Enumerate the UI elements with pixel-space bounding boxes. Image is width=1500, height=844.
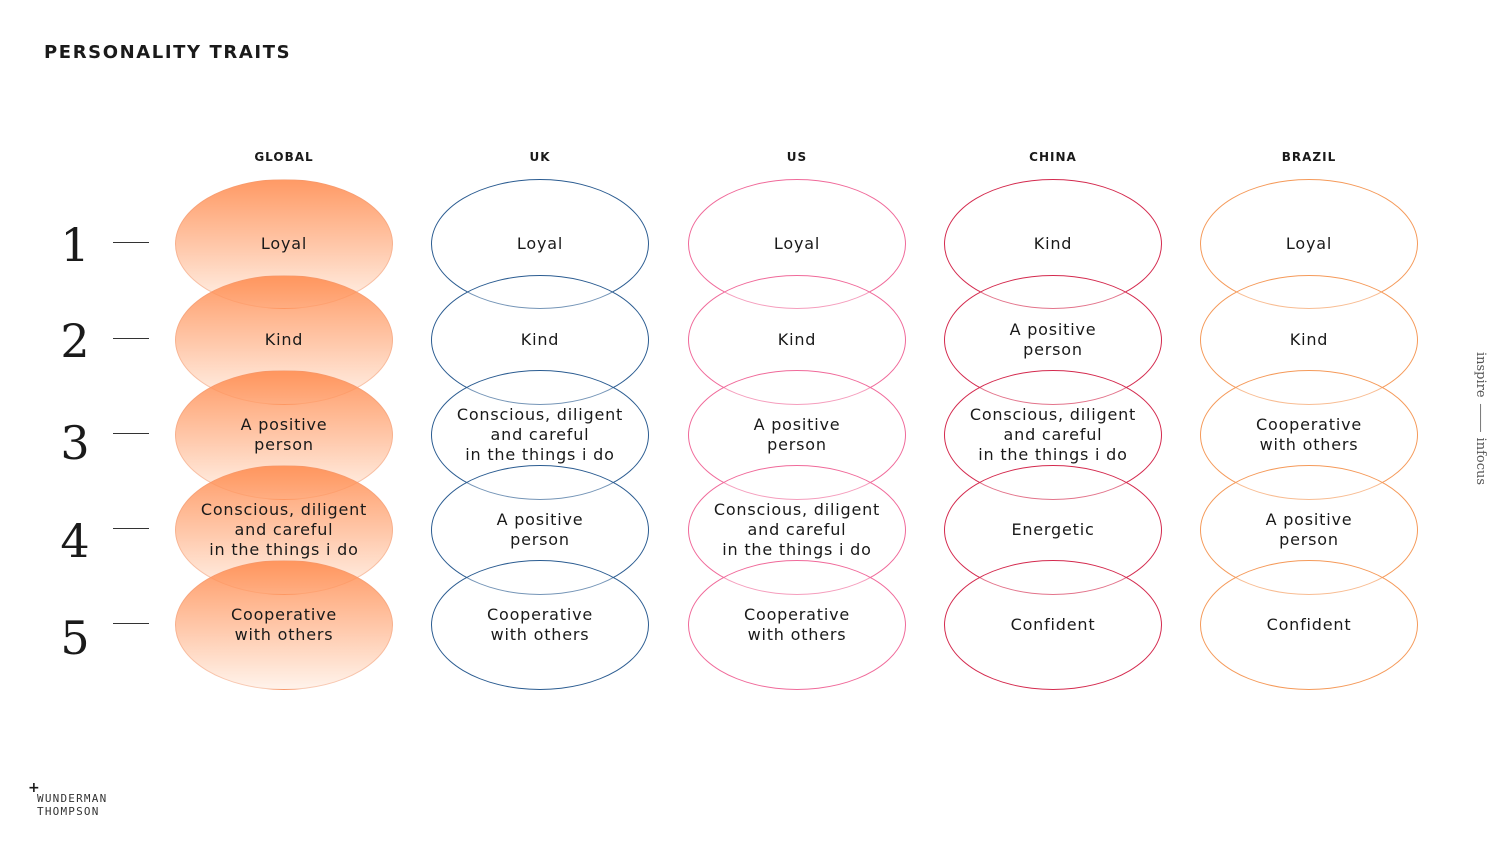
- column-header-uk: UK: [529, 150, 551, 164]
- trait-label: Conscious, diligent and careful in the t…: [969, 405, 1137, 464]
- trait-oval: Conscious, diligent and careful in the t…: [688, 465, 906, 595]
- side-tag-infocus: infocus: [1473, 437, 1489, 485]
- trait-label: Confident: [1010, 615, 1096, 634]
- trait-label: Conscious, diligent and careful in the t…: [713, 500, 881, 559]
- column-header-china: CHINA: [1029, 150, 1077, 164]
- trait-label: Kind: [1033, 234, 1073, 253]
- trait-label: Cooperative with others: [1256, 415, 1362, 454]
- trait-label: Energetic: [1011, 520, 1095, 539]
- trait-label: Loyal: [1285, 234, 1333, 253]
- column-header-us: US: [786, 150, 808, 164]
- trait-label: A positive person: [1265, 510, 1353, 549]
- side-tag-divider: [1480, 403, 1482, 432]
- brand-line-2: THOMPSON: [37, 805, 100, 818]
- trait-oval: Conscious, diligent and careful in the t…: [944, 370, 1162, 500]
- trait-label: A positive person: [496, 510, 584, 549]
- trait-label: Conscious, diligent and careful in the t…: [200, 500, 368, 559]
- trait-label: Kind: [777, 330, 817, 349]
- rank-dash: [113, 433, 149, 434]
- rank-dash: [113, 338, 149, 339]
- trait-oval: Cooperative with others: [688, 560, 906, 690]
- rank-number: 1: [60, 218, 90, 272]
- trait-label: Cooperative with others: [487, 605, 593, 644]
- brand-line-1: WUNDERMAN: [37, 792, 108, 805]
- trait-label: A positive person: [753, 415, 841, 454]
- side-tagline: inspire infocus: [1471, 351, 1491, 485]
- column-header-global: GLOBAL: [254, 150, 314, 164]
- rank-number: 3: [60, 416, 90, 470]
- rank-number: 5: [60, 611, 90, 665]
- brand-plus-mark: +: [28, 780, 40, 796]
- trait-label: A positive person: [240, 415, 328, 454]
- trait-oval: Cooperative with others: [175, 560, 393, 690]
- trait-label: Conscious, diligent and careful in the t…: [456, 405, 624, 464]
- trait-label: Kind: [520, 330, 560, 349]
- trait-oval: Confident: [944, 560, 1162, 690]
- trait-oval: Cooperative with others: [431, 560, 649, 690]
- trait-label: A positive person: [1009, 320, 1097, 359]
- trait-label: Kind: [1289, 330, 1329, 349]
- trait-label: Cooperative with others: [231, 605, 337, 644]
- rank-number: 4: [60, 514, 90, 568]
- trait-oval: A positive person: [688, 370, 906, 500]
- rank-number: 2: [60, 314, 90, 368]
- rank-dash: [113, 528, 149, 529]
- trait-label: Loyal: [260, 234, 308, 253]
- trait-label: Loyal: [773, 234, 821, 253]
- page-title: PERSONALITY TRAITS: [44, 42, 292, 63]
- trait-label: Loyal: [516, 234, 564, 253]
- trait-label: Confident: [1266, 615, 1352, 634]
- trait-label: Cooperative with others: [744, 605, 850, 644]
- trait-label: Kind: [264, 330, 304, 349]
- rank-dash: [113, 623, 149, 624]
- trait-oval: Confident: [1200, 560, 1418, 690]
- column-header-brazil: BRAZIL: [1281, 150, 1337, 164]
- side-tag-inspire: inspire: [1473, 351, 1489, 398]
- rank-dash: [113, 242, 149, 243]
